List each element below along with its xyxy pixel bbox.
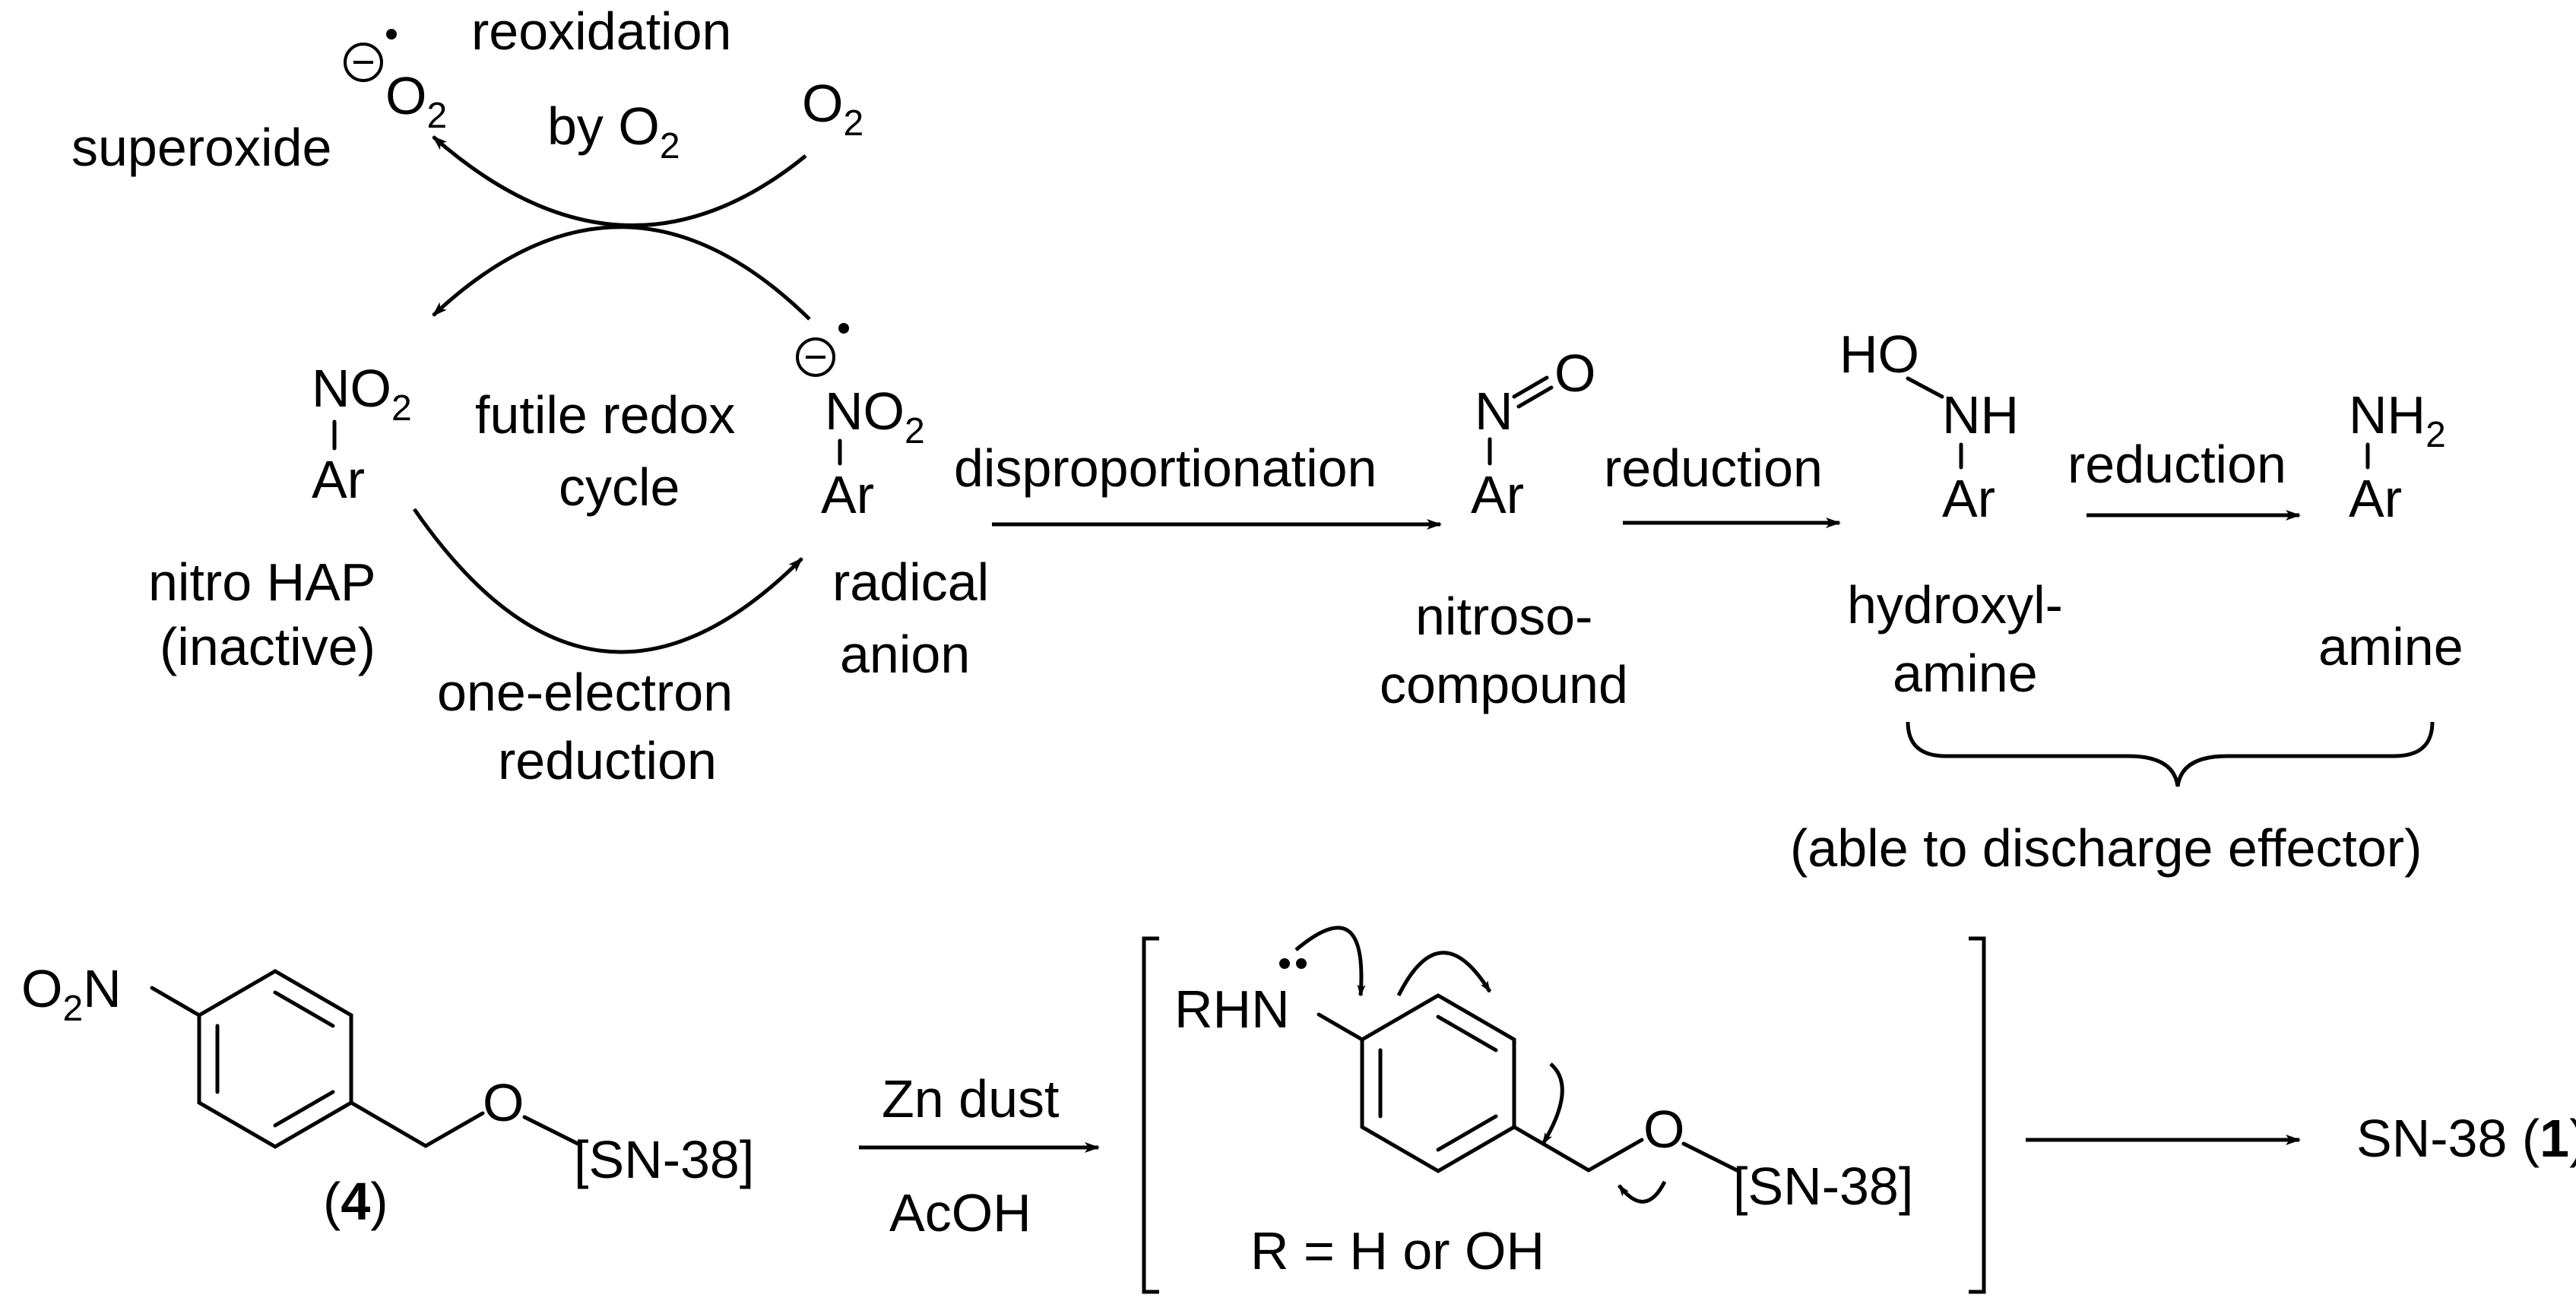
amine-nh: NH xyxy=(2349,385,2425,445)
rhn-group: RHN xyxy=(1174,980,1290,1039)
ether-oxygen: O xyxy=(483,1073,524,1132)
one-electron-label-line1: one-electron xyxy=(437,663,733,722)
reoxidation-label-line1: reoxidation xyxy=(471,2,731,61)
bond-line xyxy=(522,1115,580,1146)
compound-4-label: (4) xyxy=(323,1172,388,1231)
one-electron-arc-arrow xyxy=(412,508,803,654)
cycle-label-line1: futile redox xyxy=(475,385,735,445)
superoxide-subscript: 2 xyxy=(426,96,447,136)
nitroso-n: N xyxy=(1475,381,1513,441)
nitro-substituent: O2N xyxy=(21,959,122,1029)
sn38-tag: [SN-38] xyxy=(1733,1157,1913,1216)
hydroxyl-nh: NH xyxy=(1942,385,2019,445)
lone-pair-dot xyxy=(1296,958,1307,969)
aryl-label: Ar xyxy=(1942,469,1995,528)
oxygen-molecule: O2 xyxy=(802,74,863,144)
radical-name-line2: anion xyxy=(840,625,970,684)
bond-line xyxy=(423,1111,485,1148)
cycle-label-line2: cycle xyxy=(559,457,680,517)
amine-structure: NH2 Ar xyxy=(2349,385,2446,528)
superoxide-formula: O xyxy=(385,66,426,125)
intermediate-structure: RHN O [SN-38] xyxy=(1174,958,1913,1216)
nitro-hap-structure: NO2 Ar xyxy=(312,359,412,509)
aryl-label: Ar xyxy=(1471,465,1524,524)
reduction-label-1: reduction xyxy=(1604,438,1823,498)
nitroso-o: O xyxy=(1554,343,1595,403)
amine-name: amine xyxy=(2318,617,2464,676)
bond-line xyxy=(1906,376,1944,399)
aryl-label: Ar xyxy=(2349,469,2402,528)
electron-push-arrow xyxy=(1618,1180,1667,1204)
lone-pair-dot xyxy=(1279,958,1290,969)
hydroxyl-ho: HO xyxy=(1839,324,1919,384)
right-bracket xyxy=(1969,936,1986,1294)
radical-name-line1: radical xyxy=(832,552,989,612)
hydroxyl-name-line2: amine xyxy=(1893,644,2038,703)
reoxidation-label-line2: by O2 xyxy=(547,97,680,166)
radical-nitro-group: NO xyxy=(825,381,905,441)
radical-dot-icon xyxy=(386,29,397,40)
aromatic-inner-bond xyxy=(1436,1014,1498,1052)
nitroso-name-line1: nitroso- xyxy=(1415,587,1592,646)
negative-charge-icon xyxy=(796,337,835,377)
bond-line xyxy=(1586,1138,1644,1173)
bond-line xyxy=(1512,1125,1591,1173)
left-bracket xyxy=(1142,936,1159,1294)
sn38-tag: [SN-38] xyxy=(574,1130,754,1189)
reduction-label-2: reduction xyxy=(2067,435,2286,494)
double-bond-line xyxy=(1512,375,1549,399)
ether-oxygen: O xyxy=(1643,1100,1684,1159)
electron-push-arrow xyxy=(1294,926,1366,997)
hydroxyl-name-line1: hydroxyl- xyxy=(1847,575,2063,635)
r-definition: R = H or OH xyxy=(1250,1221,1545,1280)
aryl-label: Ar xyxy=(312,450,365,509)
bond-line xyxy=(349,1100,428,1148)
aromatic-inner-bond xyxy=(1436,1114,1498,1152)
nitroso-structure: N O Ar xyxy=(1471,343,1595,524)
svg-text:O2: O2 xyxy=(385,66,447,136)
electron-push-arrow xyxy=(1541,1062,1564,1145)
radical-anion-structure: NO2 Ar xyxy=(796,323,925,524)
hydroxylamine-structure: HO NH Ar xyxy=(1839,324,2019,528)
reagent-zn-dust: Zn dust xyxy=(882,1069,1059,1128)
double-bond-line xyxy=(1516,385,1554,409)
compound-4-structure: O [SN-38] xyxy=(150,969,754,1189)
benzene-ring xyxy=(197,969,353,1149)
superoxide-species: O2 superoxide xyxy=(71,29,447,177)
bond-line xyxy=(1681,1141,1739,1173)
aryl-label: Ar xyxy=(821,465,874,524)
radical-dot-icon xyxy=(838,323,849,334)
bond-line xyxy=(150,986,201,1018)
discharge-note: (able to discharge effector) xyxy=(1790,818,2422,878)
benzene-ring xyxy=(1360,993,1516,1173)
nitro-group: NO xyxy=(312,359,391,418)
grouping-brace xyxy=(1906,721,2435,787)
reagent-acoh: AcOH xyxy=(889,1183,1031,1242)
reoxidation-arc-arrow xyxy=(432,135,807,228)
nitro-name-line2: (inactive) xyxy=(160,617,375,676)
bond-line xyxy=(1317,1012,1364,1042)
one-electron-label-line2: reduction xyxy=(498,731,717,790)
svg-text:NO2: NO2 xyxy=(312,359,412,429)
nitroso-name-line2: compound xyxy=(1380,655,1628,714)
electron-push-arrow xyxy=(1396,951,1492,997)
aromatic-inner-bond xyxy=(273,990,335,1028)
svg-text:NO2: NO2 xyxy=(825,381,925,451)
disproportionation-label: disproportionation xyxy=(954,438,1377,498)
svg-text:NH2: NH2 xyxy=(2349,385,2446,455)
return-arc-arrow xyxy=(432,225,811,321)
superoxide-label: superoxide xyxy=(71,118,331,177)
product-sn38: SN-38 (1) xyxy=(2356,1109,2576,1168)
nitro-name-line1: nitro HAP xyxy=(148,552,376,612)
aromatic-inner-bond xyxy=(273,1090,335,1128)
negative-charge-icon xyxy=(344,43,383,82)
